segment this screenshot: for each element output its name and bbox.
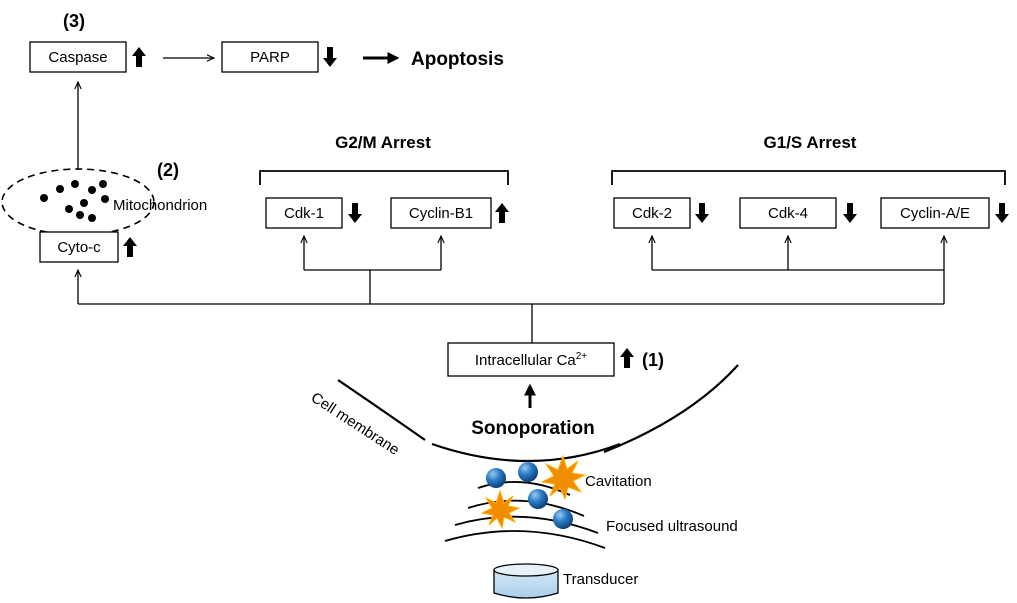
cyclinae-label: Cyclin-A/E <box>900 205 970 222</box>
cyclinae-down-arrow-icon <box>995 203 1009 223</box>
focused-ultrasound-label: Focused ultrasound <box>606 518 738 535</box>
cytoc-label: Cyto-c <box>57 239 101 256</box>
cell-membrane-arc-mid <box>431 442 621 463</box>
microbubbles <box>486 462 573 529</box>
cdk2-box <box>613 197 691 229</box>
caspase-up-arrow-icon <box>132 47 146 67</box>
cell-membrane-arc-left <box>337 379 426 441</box>
cdk1-down-arrow-icon <box>348 203 362 223</box>
calcium-box <box>447 342 615 377</box>
cavitation-burst-icon <box>540 454 587 501</box>
calcium-superscript: 2+ <box>576 351 588 362</box>
g2m-bracket <box>259 170 509 185</box>
cavitation-burst-icon <box>480 489 521 530</box>
calcium-up-arrow-icon <box>620 348 634 368</box>
cdk4-box <box>739 197 837 229</box>
cdk2-down-arrow-icon <box>695 203 709 223</box>
ultrasound-wave-1 <box>477 481 571 496</box>
cavitation-label: Cavitation <box>585 473 652 490</box>
transducer-icon <box>493 563 559 599</box>
ultrasound-wave-3 <box>454 515 599 534</box>
cdk1-box <box>265 197 343 229</box>
caspase-box <box>29 41 127 73</box>
cytoc-box <box>39 231 119 263</box>
cyclinb1-up-arrow-icon <box>495 203 509 223</box>
cyclinae-box <box>880 197 990 229</box>
step-label-1: (1) <box>642 350 664 370</box>
transducer-label: Transducer <box>563 571 638 588</box>
g2m-arrest-header: G2/M Arrest <box>335 133 431 152</box>
cyclinb1-label: Cyclin-B1 <box>409 205 473 222</box>
parp-box <box>221 41 319 73</box>
cyclinb1-box <box>390 197 492 229</box>
cdk4-down-arrow-icon <box>843 203 857 223</box>
step-label-3: (3) <box>63 11 85 31</box>
calcium-label: Intracellular Ca2+ <box>475 351 587 369</box>
signal-connector-lines <box>78 269 945 343</box>
cdk1-label: Cdk-1 <box>284 205 324 222</box>
cdk2-label: Cdk-2 <box>632 205 672 222</box>
apoptosis-label: Apoptosis <box>411 49 504 70</box>
cdk4-label: Cdk-4 <box>768 205 808 222</box>
caspase-label: Caspase <box>48 49 107 66</box>
parp-label: PARP <box>250 49 290 66</box>
parp-down-arrow-icon <box>323 47 337 67</box>
step-label-2: (2) <box>157 160 179 180</box>
cell-membrane-label: Cell membrane <box>308 389 403 459</box>
cytoc-up-arrow-icon <box>123 237 137 257</box>
mitochondrion-dots <box>40 180 109 222</box>
mitochondrion-label: Mitochondrion <box>113 197 207 214</box>
sonoporation-label: Sonoporation <box>471 418 594 439</box>
cell-membrane-arc-right <box>603 364 739 454</box>
g1s-arrest-header: G1/S Arrest <box>764 133 857 152</box>
ultrasound-wave-4 <box>444 530 606 549</box>
g1s-bracket <box>611 170 1006 185</box>
ultrasound-wave-2 <box>467 499 585 517</box>
